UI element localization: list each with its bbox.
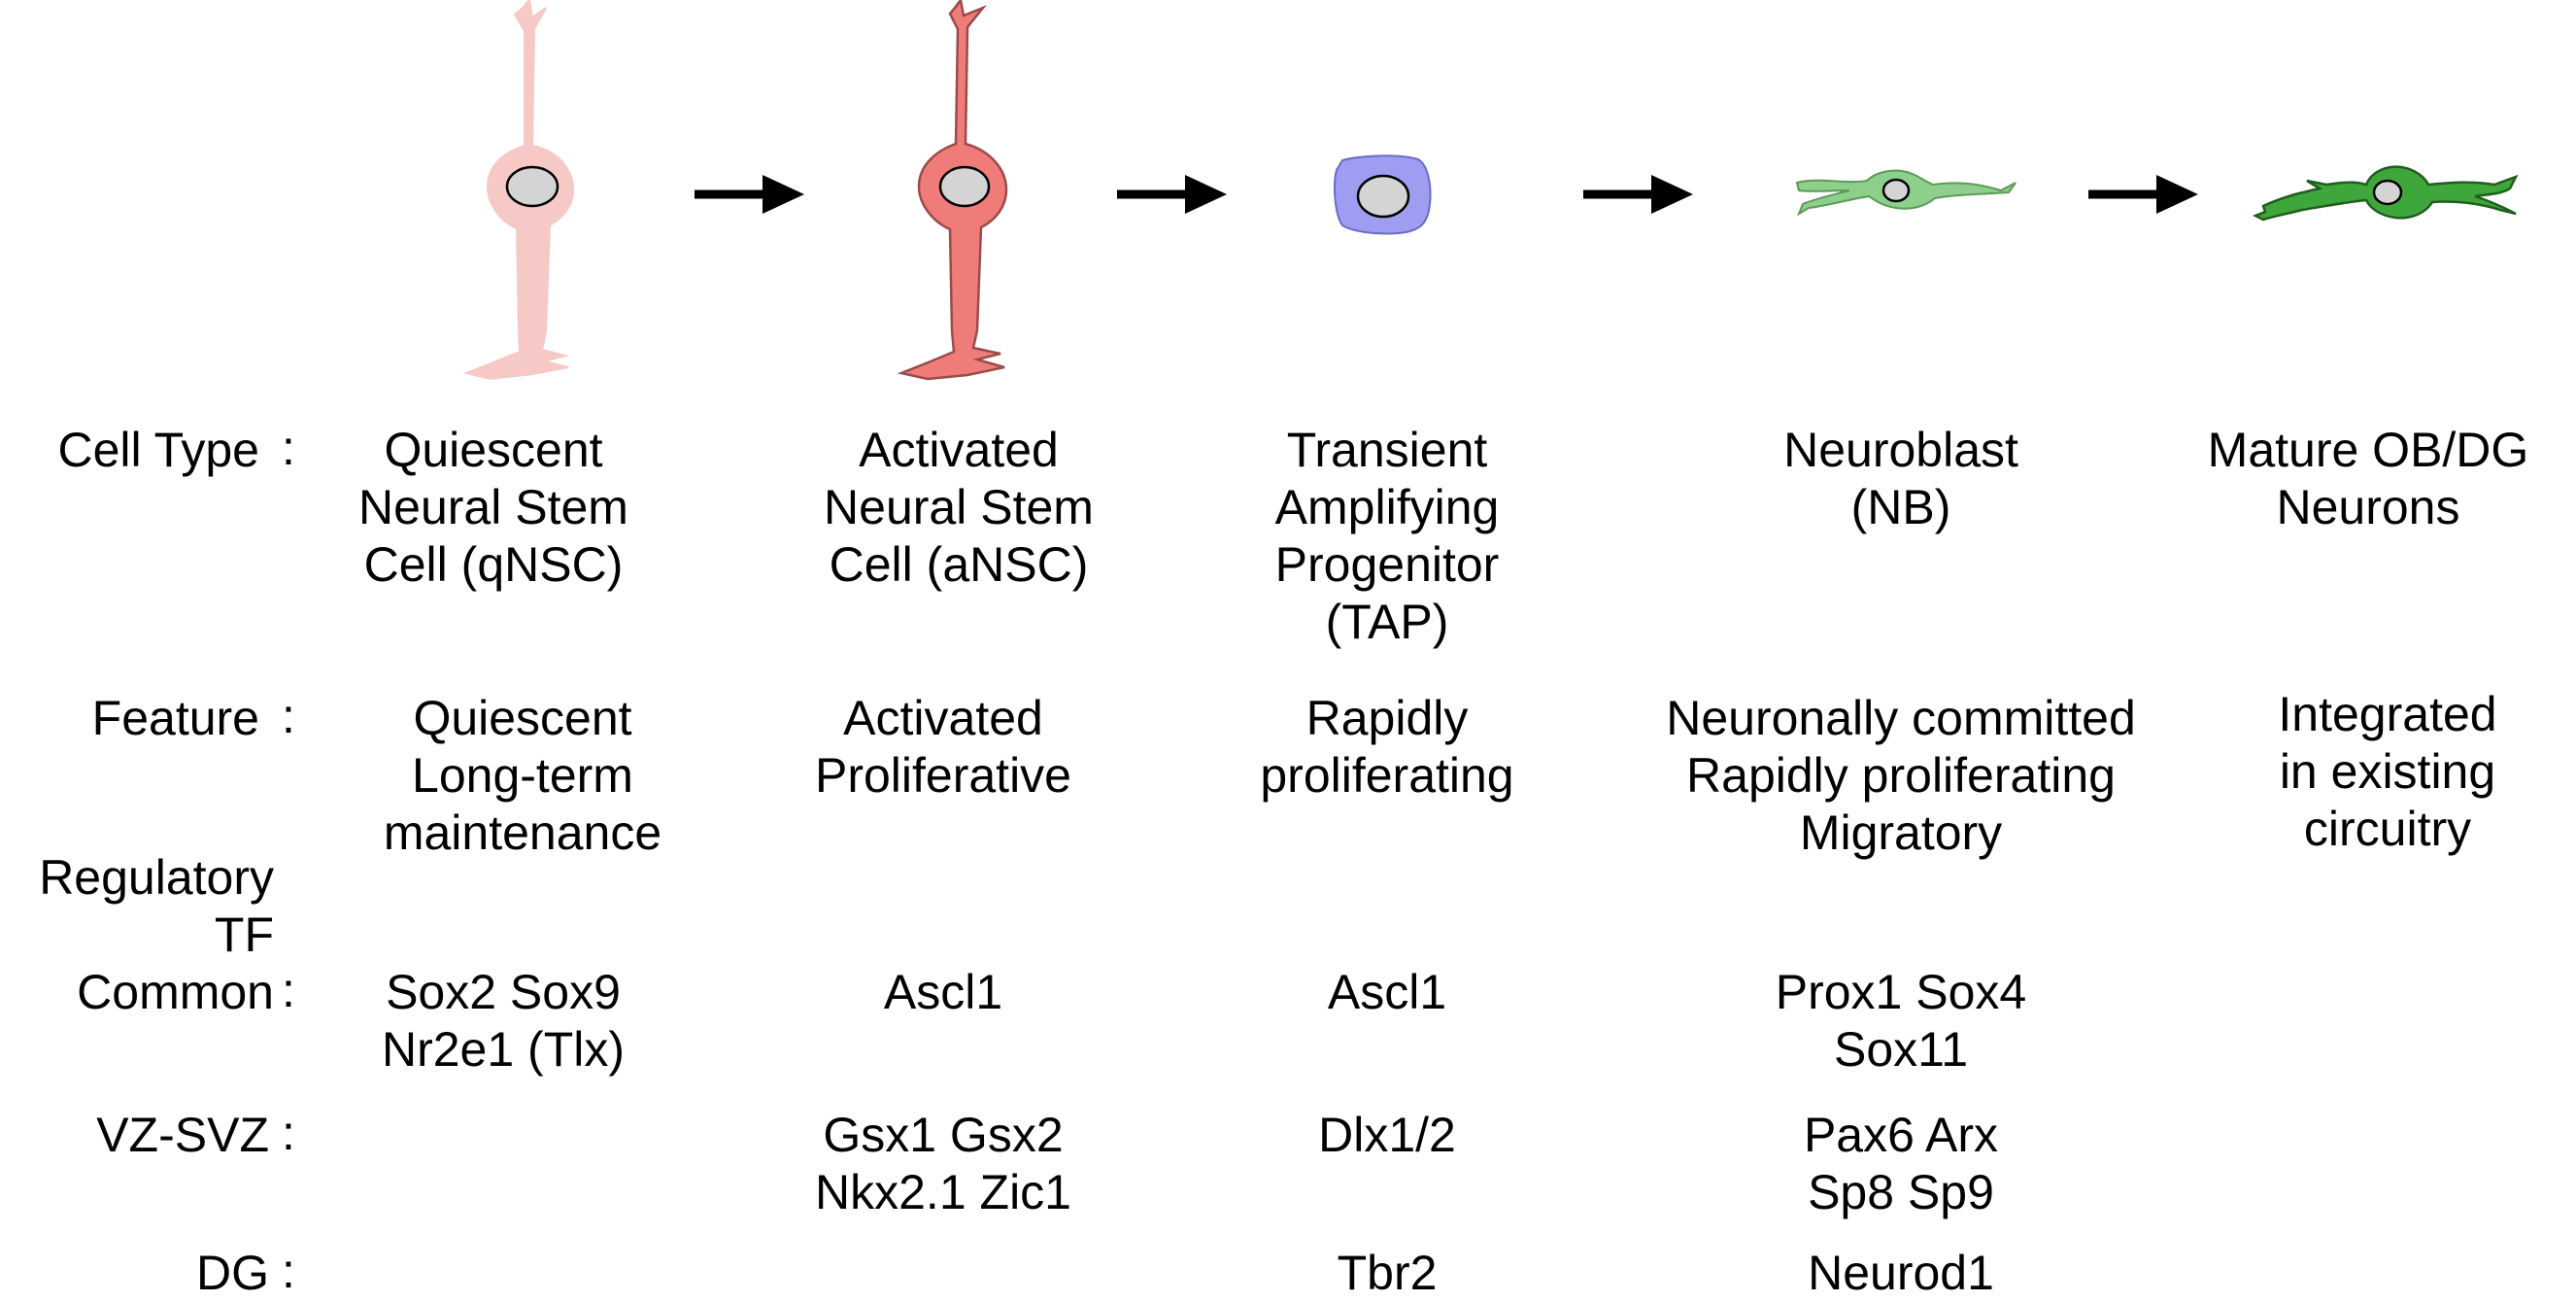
stage-1-common-tf: Sox2 Sox9 Nr2e1 (Tlx): [381, 965, 626, 1077]
lineage-illustration: [462, 0, 2519, 381]
stage-2-cell-type: Activated Neural Stem Cell (aNSC): [824, 423, 1094, 592]
stage-4-vz-svz-tf: Pax6 Arx Sp8 Sp9: [1803, 1108, 1999, 1219]
stage-3-cell-type: Transient Amplifying Progenitor (TAP): [1274, 423, 1500, 649]
regulatory-tf-label: Regulatory TF: [39, 850, 274, 962]
colon: :: [282, 963, 295, 1017]
cell-type-label: Cell Type: [57, 423, 259, 477]
quiescent-stem-cell-icon: [462, 0, 575, 381]
stage-3-feature: Rapidly proliferating: [1260, 691, 1514, 803]
stage-4-cell-type: Neuroblast (NB): [1783, 423, 2018, 534]
stage-2-feature: Activated Proliferative: [815, 691, 1071, 803]
mature-neuron-icon: [2252, 165, 2519, 222]
stage-2-common-tf: Ascl1: [883, 965, 1003, 1019]
stage-3-common-tf: Ascl1: [1327, 965, 1447, 1019]
right-arrow-icon: [695, 175, 804, 214]
transient-amplifying-progenitor-icon: [1334, 154, 1432, 235]
feature-label: Feature: [91, 691, 259, 745]
common-label: Common: [77, 965, 274, 1019]
stage-5-cell-type: Mature OB/DG Neurons: [2207, 423, 2529, 534]
right-arrow-icon: [1583, 175, 1693, 214]
colon: :: [282, 1244, 295, 1298]
neuroblast-icon: [1795, 169, 2017, 217]
stage-5-feature: Integrated in existing circuitry: [2278, 687, 2497, 856]
stage-3-vz-svz-tf: Dlx1/2: [1318, 1108, 1456, 1162]
right-arrow-icon: [1117, 175, 1227, 214]
stage-4-feature: Neuronally committed Rapidly proliferati…: [1666, 691, 2136, 860]
stage-1-cell-type: Quiescent Neural Stem Cell (qNSC): [358, 423, 628, 592]
colon: :: [282, 421, 295, 475]
dg-label: DG: [196, 1246, 269, 1300]
stage-2-vz-svz-tf: Gsx1 Gsx2 Nkx2.1 Zic1: [815, 1108, 1071, 1219]
colon: :: [282, 689, 295, 743]
stage-4-dg-tf: Neurod1: [1808, 1246, 1994, 1300]
stage-4-common-tf: Prox1 Sox4 Sox11: [1775, 965, 2027, 1077]
stage-1-feature: Quiescent Long-term maintenance: [383, 691, 662, 860]
right-arrow-icon: [2088, 175, 2198, 214]
stage-3-dg-tf: Tbr2: [1337, 1246, 1438, 1300]
colon: :: [282, 1106, 295, 1160]
vz-svz-label: VZ-SVZ: [96, 1108, 269, 1162]
activated-stem-cell-icon: [897, 0, 1008, 381]
